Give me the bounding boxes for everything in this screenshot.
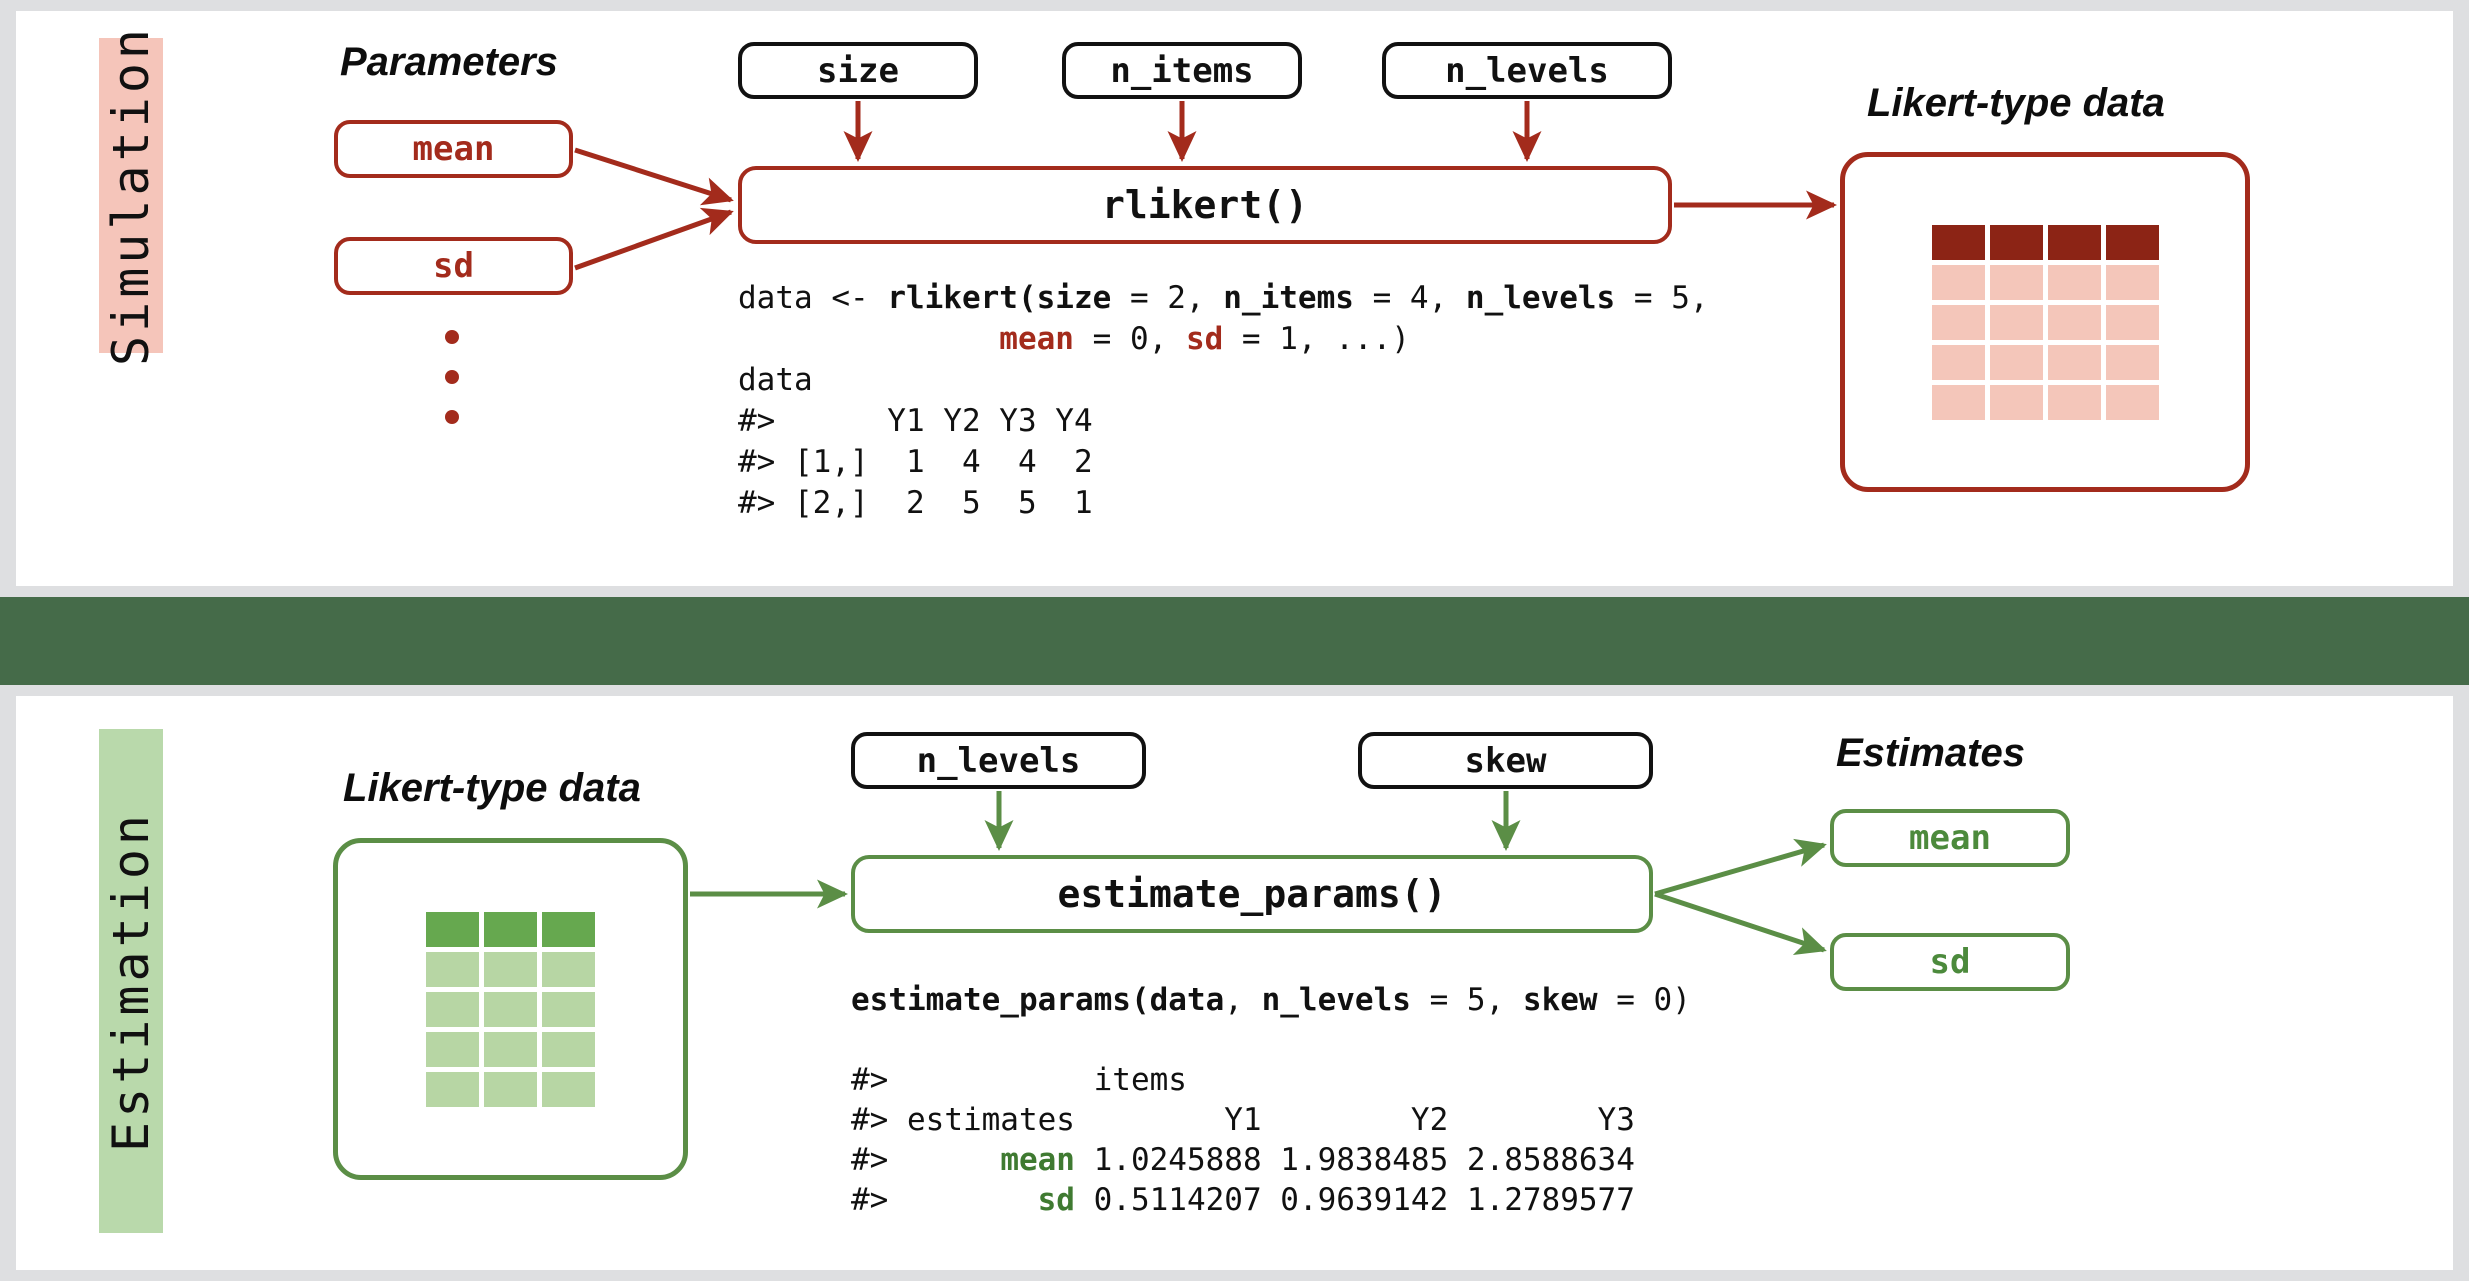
- parameters-ellipsis: [445, 330, 459, 424]
- grid-cell: [484, 991, 537, 1027]
- function-box-rlikert[interactable]: rlikert(): [738, 166, 1672, 244]
- grid-cell: [2047, 264, 2101, 300]
- grid-cell: [426, 1071, 479, 1107]
- estimate-box-mean[interactable]: mean: [1830, 809, 2070, 867]
- argument-box-n-levels-estimation[interactable]: n_levels: [851, 732, 1146, 789]
- code-arg-n-items: n_items: [1223, 280, 1354, 316]
- code-text: data <-: [738, 280, 888, 316]
- grid-cell: [1931, 344, 1985, 380]
- grid-cell: [2047, 384, 2101, 420]
- grid-cell: [1989, 224, 2043, 260]
- code-text: = 5,: [1615, 280, 1709, 316]
- argument-box-size[interactable]: size: [738, 42, 978, 99]
- ellipsis-dot: [445, 370, 459, 384]
- section-divider-band: [0, 597, 2469, 685]
- likert-data-container-simulation: [1840, 152, 2250, 492]
- grid-cell: [542, 991, 595, 1027]
- code-arg-data: data: [1149, 982, 1225, 1018]
- code-fn-rlikert: rlikert(: [887, 280, 1037, 316]
- stage-label-simulation: Simulation: [99, 25, 163, 366]
- grid-cell: [1989, 384, 2043, 420]
- grid-cell: [484, 1071, 537, 1107]
- grid-cell: [542, 1031, 595, 1067]
- code-arg-n-levels: n_levels: [1465, 280, 1616, 316]
- code-fn-estimate-params: estimate_params(: [851, 982, 1150, 1018]
- grid-cell: [542, 951, 595, 987]
- code-output-header: #> Y1 Y2 Y3 Y4: [738, 403, 1093, 439]
- parameter-box-mean[interactable]: mean: [334, 120, 573, 178]
- code-row-label-mean: mean: [1000, 1142, 1075, 1178]
- ellipsis-dot: [445, 330, 459, 344]
- grid-cell: [2047, 304, 2101, 340]
- parameter-box-sd[interactable]: sd: [334, 237, 573, 295]
- argument-box-skew[interactable]: skew: [1358, 732, 1653, 789]
- grid-cell: [1989, 264, 2043, 300]
- code-output-row: 0.5114207 0.9639142 1.2789577: [1074, 1182, 1635, 1218]
- grid-cell: [2047, 224, 2101, 260]
- grid-cell: [426, 951, 479, 987]
- code-arg-skew: skew: [1522, 982, 1598, 1018]
- grid-cell: [2105, 384, 2159, 420]
- likert-data-grid-estimation: [426, 911, 595, 1107]
- grid-cell: [1989, 344, 2043, 380]
- ellipsis-dot: [445, 410, 459, 424]
- grid-cell: [2105, 304, 2159, 340]
- grid-cell: [426, 991, 479, 1027]
- stage-label-estimation: Estimation: [99, 729, 163, 1233]
- grid-cell: [484, 951, 537, 987]
- code-output-row: #> [1,] 1 4 4 2: [738, 444, 1093, 480]
- grid-cell: [484, 1031, 537, 1067]
- grid-cell: [484, 911, 537, 947]
- simulation-code-block: data <- rlikert(size = 2, n_items = 4, n…: [738, 278, 1709, 524]
- grid-cell: [542, 1071, 595, 1107]
- code-text: data: [738, 362, 813, 398]
- likert-data-caption-simulation: Likert-type data: [1867, 81, 2165, 125]
- code-text: = 4,: [1353, 280, 1466, 316]
- estimates-caption: Estimates: [1836, 731, 2025, 775]
- grid-cell: [1931, 224, 1985, 260]
- grid-cell: [2105, 344, 2159, 380]
- code-output-row: #> [2,] 2 5 5 1: [738, 485, 1093, 521]
- likert-data-caption-estimation: Likert-type data: [343, 766, 641, 810]
- code-indent: [738, 321, 999, 357]
- grid-cell: [426, 911, 479, 947]
- code-text: #>: [851, 1182, 1038, 1218]
- grid-cell: [542, 911, 595, 947]
- code-text: = 0,: [1073, 321, 1186, 357]
- code-text: = 1, ...): [1223, 321, 1410, 357]
- code-text: ,: [1224, 982, 1262, 1018]
- estimate-box-sd[interactable]: sd: [1830, 933, 2070, 991]
- code-text: = 5,: [1410, 982, 1523, 1018]
- grid-cell: [426, 1031, 479, 1067]
- code-text: = 2,: [1111, 280, 1224, 316]
- function-box-estimate-params[interactable]: estimate_params(): [851, 855, 1653, 933]
- code-arg-size: size: [1036, 280, 1112, 316]
- code-arg-mean: mean: [999, 321, 1074, 357]
- grid-cell: [2047, 344, 2101, 380]
- code-output-header: #> estimates Y1 Y2 Y3: [851, 1102, 1635, 1138]
- grid-cell: [1931, 384, 1985, 420]
- estimation-code-block: estimate_params(data, n_levels = 5, skew…: [851, 980, 1691, 1220]
- likert-data-container-estimation: [333, 838, 688, 1180]
- code-text: #>: [851, 1142, 1001, 1178]
- grid-cell: [1931, 304, 1985, 340]
- code-output-header: #> items: [851, 1062, 1187, 1098]
- code-output-row: 1.0245888 1.9838485 2.8588634: [1074, 1142, 1635, 1178]
- code-text: = 0): [1597, 982, 1691, 1018]
- grid-cell: [1931, 264, 1985, 300]
- grid-cell: [1989, 304, 2043, 340]
- parameters-caption: Parameters: [340, 40, 558, 84]
- code-row-label-sd: sd: [1037, 1182, 1075, 1218]
- code-arg-n-levels: n_levels: [1261, 982, 1411, 1018]
- argument-box-n-levels[interactable]: n_levels: [1382, 42, 1672, 99]
- likert-data-grid-simulation: [1931, 224, 2159, 420]
- argument-box-n-items[interactable]: n_items: [1062, 42, 1302, 99]
- grid-cell: [2105, 264, 2159, 300]
- code-arg-sd: sd: [1185, 321, 1224, 357]
- grid-cell: [2105, 224, 2159, 260]
